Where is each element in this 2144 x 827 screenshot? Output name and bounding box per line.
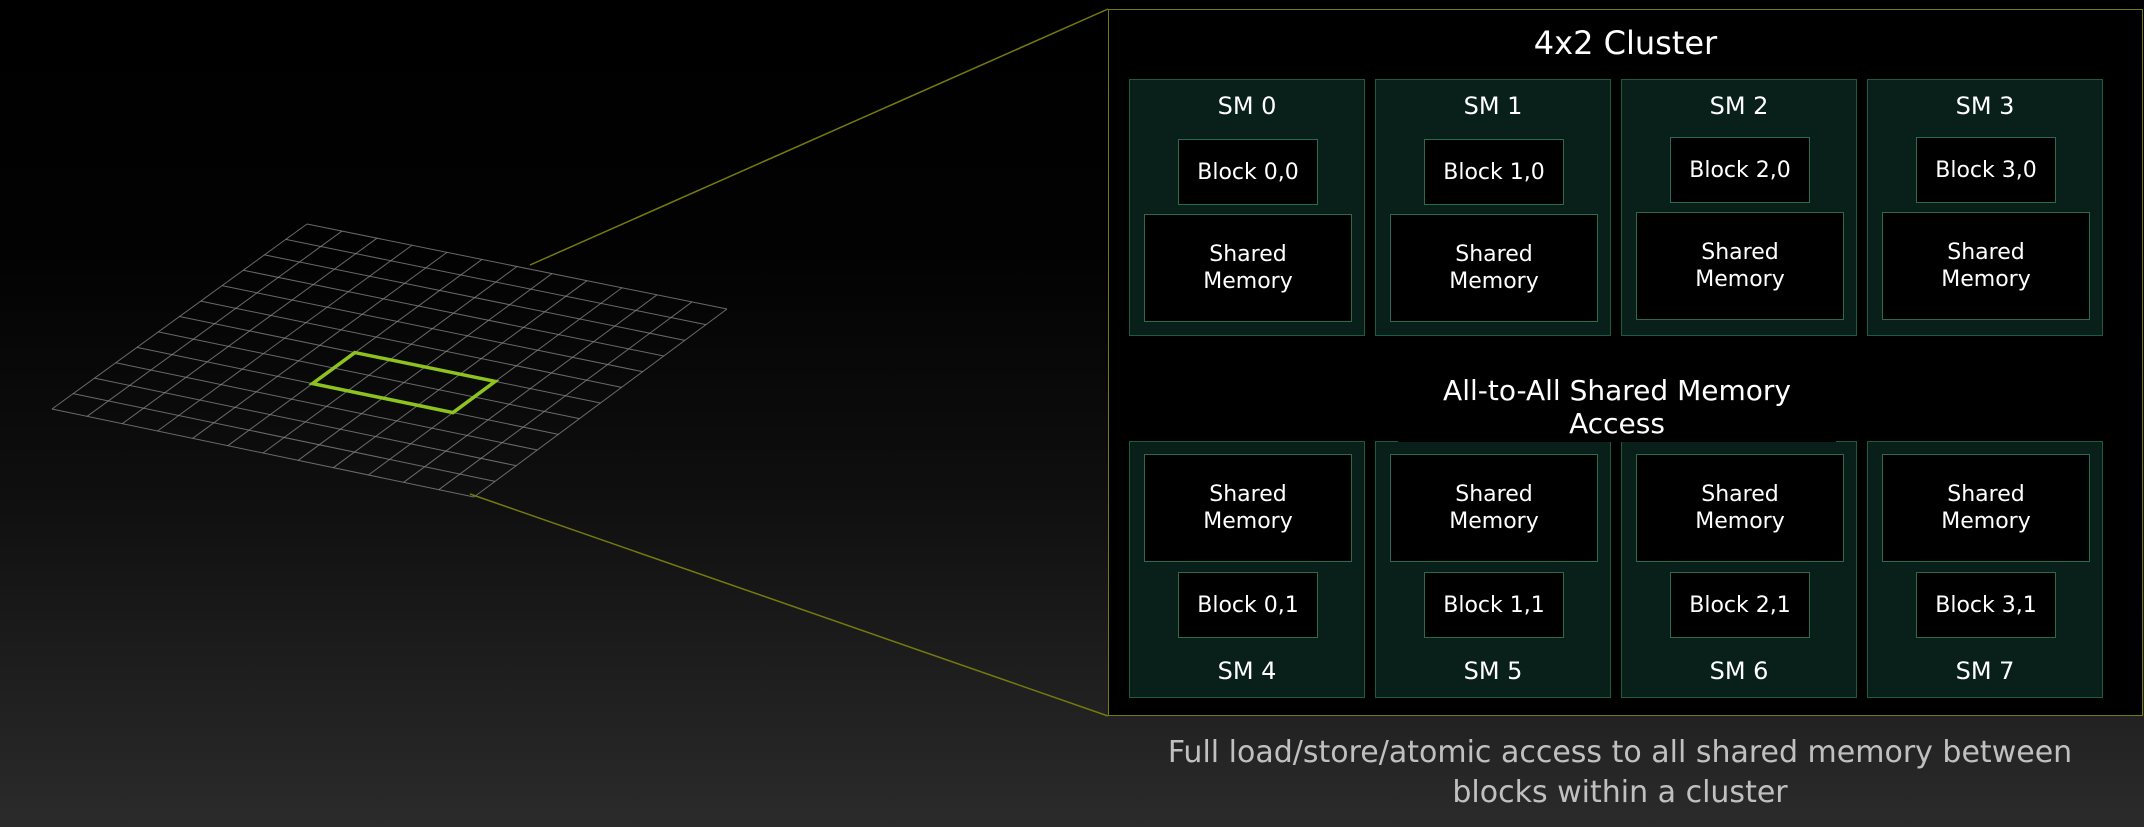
sm-label: SM 0: [1217, 92, 1277, 120]
shared-memory: Shared Memory: [1144, 454, 1352, 562]
thread-block: Block 2,1: [1670, 572, 1810, 638]
grid-line: [473, 308, 728, 498]
sm-label: SM 1: [1463, 92, 1523, 120]
grid-line: [73, 393, 496, 482]
caption: Full load/store/atomic access to all sha…: [1167, 735, 2073, 810]
shared-memory-label: Shared Memory: [1941, 482, 2031, 534]
grid-line: [438, 301, 693, 491]
thread-block: Block 0,0: [1178, 139, 1318, 205]
thread-block: Block 3,1: [1916, 572, 2056, 638]
sm-box: Shared Memory Block 2,1 SM 6: [1621, 441, 1857, 698]
sm-label: SM 4: [1217, 657, 1277, 685]
sm-label: SM 3: [1955, 92, 2015, 120]
all-to-all-access-label: All-to-All Shared Memory Access: [1398, 372, 1836, 442]
grid-cluster-highlight: [308, 350, 500, 415]
shared-memory: Shared Memory: [1390, 454, 1598, 562]
shared-memory-label: Shared Memory: [1941, 240, 2031, 292]
zoom-line: [469, 493, 1109, 717]
shared-memory: Shared Memory: [1636, 212, 1844, 320]
sm-box: Shared Memory Block 0,1 SM 4: [1129, 441, 1365, 698]
sm-label: SM 5: [1463, 657, 1523, 685]
sm-box: SM 1 Block 1,0 Shared Memory: [1375, 79, 1611, 336]
sm-label: SM 6: [1709, 657, 1769, 685]
sm-box: SM 0 Block 0,0 Shared Memory: [1129, 79, 1365, 336]
grid-line: [158, 331, 580, 420]
sm-box: Shared Memory Block 1,1 SM 5: [1375, 441, 1611, 698]
sm-box: SM 3 Block 3,0 Shared Memory: [1867, 79, 2103, 336]
thread-block: Block 3,0: [1916, 137, 2056, 203]
zoom-line: [529, 8, 1109, 266]
zoom-projection-lines: [469, 8, 1109, 717]
grid-line: [94, 377, 517, 467]
shared-memory: Shared Memory: [1882, 212, 2090, 320]
cluster-title: 4x2 Cluster: [1533, 24, 1718, 62]
sm-label: SM 2: [1709, 92, 1769, 120]
grid-line: [51, 408, 475, 498]
thread-block: Block 1,0: [1424, 139, 1564, 205]
sm-label: SM 7: [1955, 657, 2015, 685]
shared-memory: Shared Memory: [1144, 214, 1352, 322]
shared-memory-label: Shared Memory: [1449, 482, 1539, 534]
shared-memory-label: Shared Memory: [1203, 242, 1293, 294]
sm-box: Shared Memory Block 3,1 SM 7: [1867, 441, 2103, 698]
shared-memory-label: Shared Memory: [1203, 482, 1293, 534]
thread-block: Block 2,0: [1670, 137, 1810, 203]
shared-memory-label: Shared Memory: [1449, 242, 1539, 294]
thread-block: Block 0,1: [1178, 572, 1318, 638]
sm-box: SM 2 Block 2,0 Shared Memory: [1621, 79, 1857, 336]
shared-memory: Shared Memory: [1882, 454, 2090, 562]
thread-block: Block 1,1: [1424, 572, 1564, 638]
shared-memory-label: Shared Memory: [1695, 482, 1785, 534]
shared-memory: Shared Memory: [1390, 214, 1598, 322]
shared-memory-label: Shared Memory: [1695, 240, 1785, 292]
shared-memory: Shared Memory: [1636, 454, 1844, 562]
